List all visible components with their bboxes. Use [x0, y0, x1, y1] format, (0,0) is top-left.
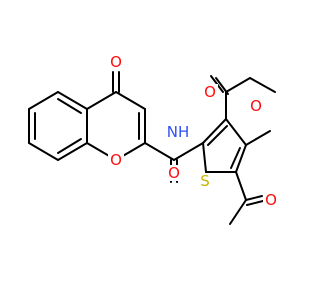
ring-oxygen-label: O	[110, 151, 122, 169]
acetyl-group	[229, 171, 264, 225]
benzene-ring	[28, 91, 88, 161]
methyl-ester	[210, 75, 276, 120]
thiophene-sulfur-label: S	[200, 172, 210, 190]
amide-nitrogen-label: NH	[167, 123, 190, 141]
thiophene-ring	[202, 118, 247, 173]
ketone-oxygen-label: O	[110, 53, 122, 71]
methyl-bond	[245, 130, 271, 146]
amide-oxygen-label: O	[168, 164, 180, 182]
pyranone-ring	[86, 71, 146, 161]
molecule-structure: O O O NH O O S O	[28, 53, 279, 225]
atom-labels: O O O NH O O S O	[108, 53, 279, 209]
ester-carbonyl-oxygen-label: O	[204, 83, 216, 101]
acetyl-oxygen-label: O	[265, 191, 277, 209]
ester-ether-oxygen-label: O	[250, 97, 262, 115]
